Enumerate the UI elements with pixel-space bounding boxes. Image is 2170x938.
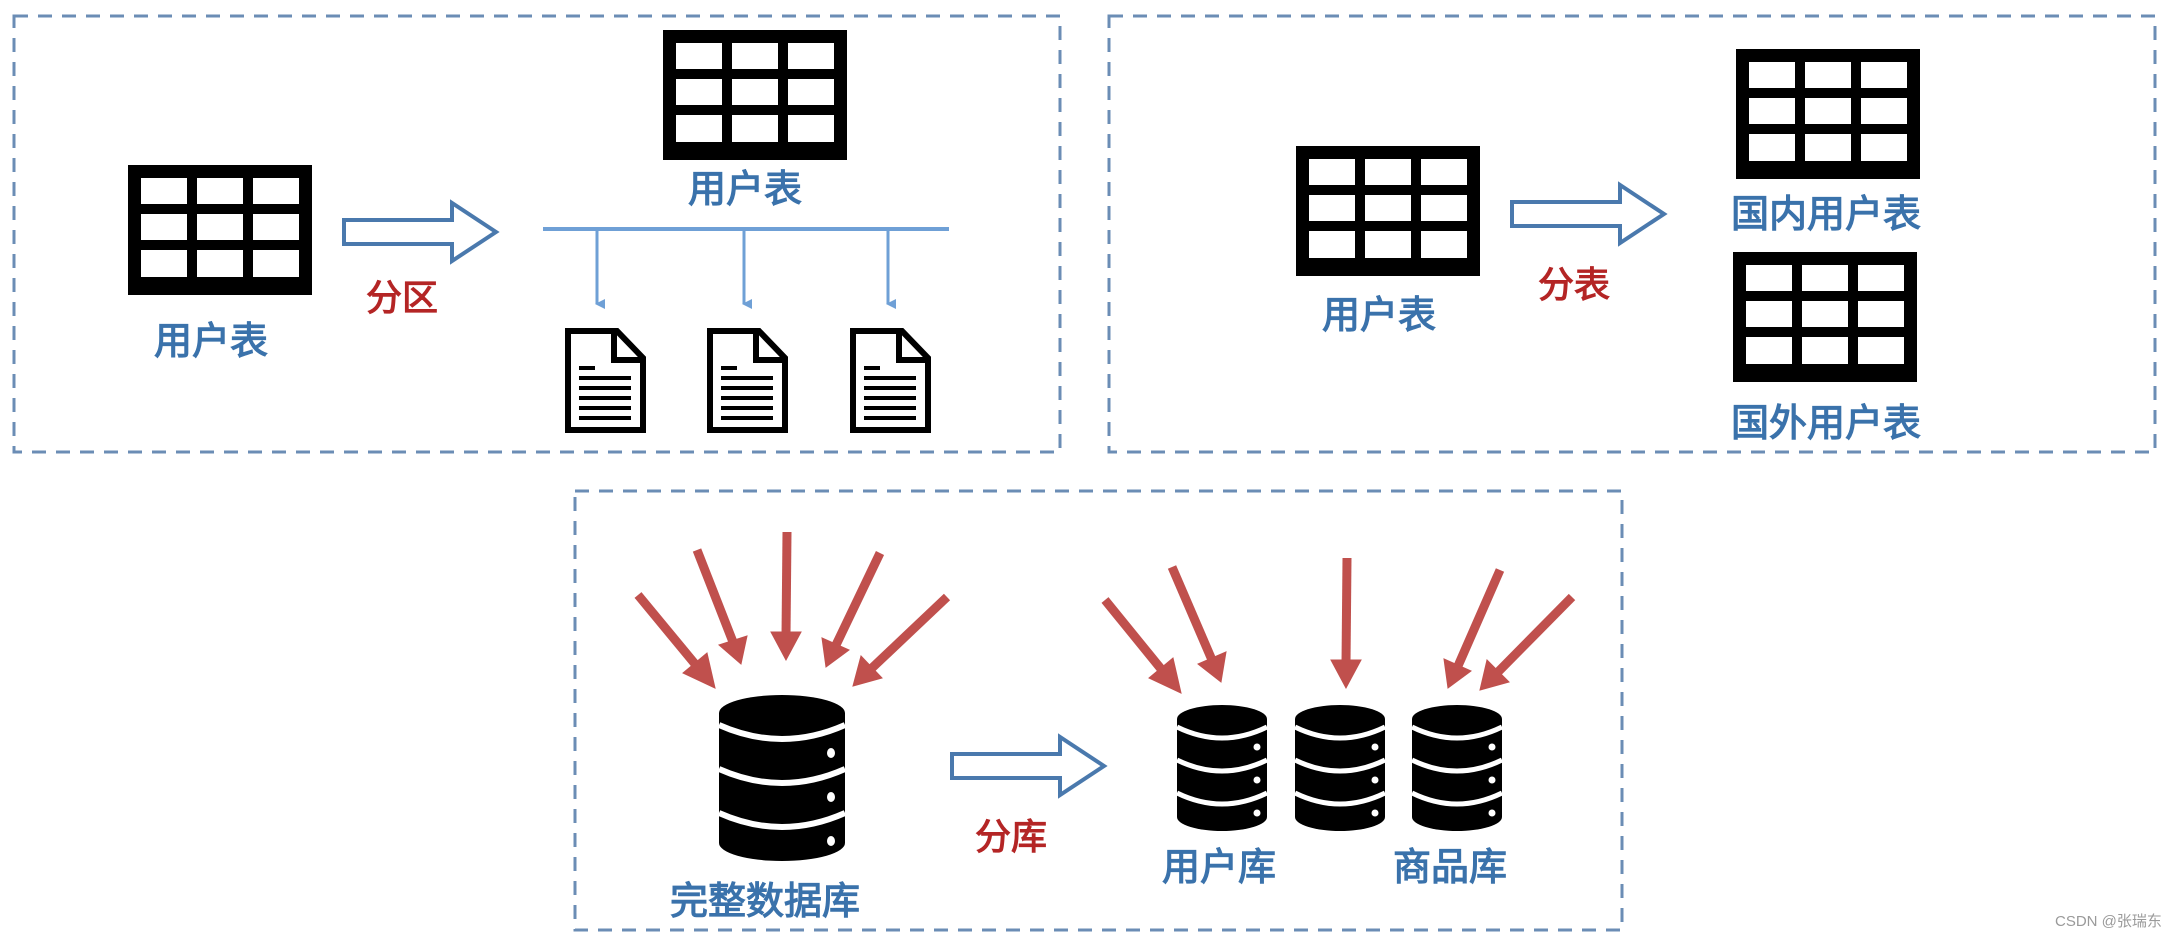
- request-arrow-icon: [852, 593, 951, 687]
- request-arrow-icon: [634, 592, 716, 689]
- split-db-flow-arrow-icon: [950, 735, 1106, 797]
- domestic-table-label: 国内用户表: [1731, 192, 1922, 236]
- request-arrow-icon: [770, 531, 802, 662]
- full-database-icon: [719, 695, 845, 861]
- request-arrow-icon: [1443, 568, 1505, 689]
- split-table-panel-border: [1107, 14, 2157, 454]
- split-table-flow-arrow-icon: [1510, 183, 1666, 245]
- foreign-table-label: 国外用户表: [1731, 401, 1922, 445]
- request-arrow-icon: [821, 551, 885, 668]
- partition-panel-border: [12, 14, 1062, 454]
- partitioned-table-icon: [663, 30, 847, 160]
- partition-file-icon: [710, 331, 785, 430]
- product-database-label: 商品库: [1393, 845, 1508, 889]
- foreign-table-icon: [1733, 252, 1917, 382]
- partition-file-icon: [853, 331, 928, 430]
- request-arrow-icon: [1330, 557, 1362, 690]
- shard-database-icon: [1295, 705, 1385, 831]
- request-arrow-icon: [1167, 565, 1227, 683]
- product-database-icon: [1412, 705, 1502, 831]
- full-database-label: 完整数据库: [670, 879, 861, 923]
- user-database-label: 用户库: [1162, 845, 1277, 889]
- target-request-arrows: [1101, 557, 1576, 694]
- partition-flow-arrow-icon: [342, 201, 498, 263]
- partition-action-label: 分区: [366, 278, 439, 319]
- request-arrow-icon: [692, 548, 748, 665]
- request-arrow-icon: [1101, 597, 1182, 694]
- source-table-icon: [128, 165, 312, 295]
- partition-target-label: 用户表: [688, 167, 803, 211]
- request-arrow-icon: [1479, 593, 1576, 691]
- split-db-action-label: 分库: [975, 817, 1048, 858]
- split-table-action-label: 分表: [1538, 265, 1611, 306]
- split-table-source-label: 用户表: [1322, 293, 1437, 337]
- source-table-icon: [1296, 146, 1480, 276]
- partition-file-icon: [568, 331, 643, 430]
- watermark: CSDN @张瑞东: [2055, 913, 2162, 930]
- source-request-arrows: [634, 531, 951, 689]
- partition-source-label: 用户表: [154, 319, 269, 363]
- user-database-icon: [1177, 705, 1267, 831]
- domestic-table-icon: [1736, 49, 1920, 179]
